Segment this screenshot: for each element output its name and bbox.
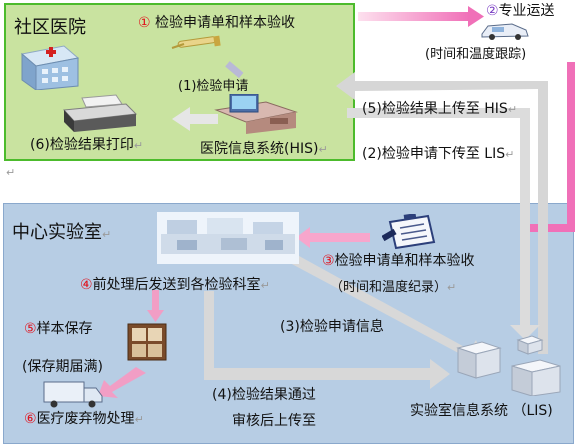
paragraph-mark: ↵ bbox=[260, 279, 270, 292]
arrow-request-to-lis bbox=[347, 108, 540, 340]
clipboard-form-icon bbox=[382, 214, 436, 250]
transport-sub-label: (时间和温度跟踪) bbox=[425, 47, 527, 62]
step5-sub-label: (保存期届满) bbox=[22, 359, 103, 375]
waste-truck-icon bbox=[43, 381, 103, 408]
lab-room-icon bbox=[157, 212, 299, 264]
arrow-request-1 bbox=[225, 61, 244, 79]
paragraph-mark: ↵ bbox=[505, 148, 515, 161]
result-line1-label: (4)检验结果通过 bbox=[212, 387, 316, 403]
lab-title: 中心实验室 bbox=[12, 222, 102, 243]
arrow-to-transport bbox=[358, 6, 484, 27]
paragraph-mark: ↵ bbox=[318, 143, 328, 156]
paragraph-mark: ↵ bbox=[134, 413, 144, 426]
his-computer-icon bbox=[214, 94, 298, 134]
printer-icon bbox=[62, 94, 138, 132]
step1-label: 检验申请单和样本验收 bbox=[155, 15, 296, 31]
upload-his-label: (5)检验结果上传至 HIS bbox=[362, 101, 508, 117]
lis-server-icon bbox=[456, 335, 561, 396]
step4-label: 前处理后发送到各检验科室 bbox=[92, 277, 261, 293]
step4-number: ④ bbox=[80, 277, 93, 293]
specimen-vial-icon bbox=[171, 35, 221, 49]
paragraph-mark: ↵ bbox=[102, 228, 112, 241]
arrow-to-storage bbox=[147, 290, 164, 322]
transport-van-icon bbox=[481, 23, 529, 40]
step6-number: ⑥ bbox=[24, 411, 37, 427]
result-line2-label: 审核后上传至 bbox=[232, 413, 316, 429]
arrow-transport-to-lab bbox=[528, 62, 575, 232]
request-info-label: (3)检验申请信息 bbox=[280, 319, 384, 335]
print-result-label: (6)检验结果打印 bbox=[30, 137, 134, 153]
step6-label: 医疗废弃物处理 bbox=[36, 411, 135, 427]
step5-label: 样本保存 bbox=[36, 321, 93, 337]
his-request-label: (1)检验申请 bbox=[178, 79, 249, 94]
community-title: 社区医院 bbox=[14, 17, 86, 38]
arrow-result-to-lis bbox=[204, 291, 450, 389]
arrow-labroom-to-lis bbox=[260, 240, 487, 368]
hospital-building-icon bbox=[20, 45, 80, 90]
arrow-clipboard-to-labroom bbox=[296, 227, 370, 248]
step1-number: ① bbox=[138, 15, 151, 31]
step3-number: ③ bbox=[322, 253, 335, 269]
paragraph-mark: ↵ bbox=[6, 166, 16, 179]
transport-label: 专业运送 bbox=[498, 3, 555, 19]
step3-label: 检验申请单和样本验收 bbox=[334, 253, 475, 269]
step3-sub-label: （时间和温度纪录） bbox=[330, 280, 448, 295]
storage-cabinet-icon bbox=[127, 323, 167, 361]
his-system-label: 医院信息系统(HIS) bbox=[200, 141, 319, 157]
download-lis-label: (2)检验申请下传至 LIS bbox=[362, 146, 506, 162]
arrow-his-to-printer bbox=[172, 107, 218, 131]
paragraph-mark: ↵ bbox=[133, 139, 144, 152]
lis-system-label: 实验室信息系统 （LIS) bbox=[410, 403, 553, 419]
step5-number: ⑤ bbox=[24, 321, 37, 337]
arrow-to-waste bbox=[98, 367, 146, 398]
paragraph-mark: ↵ bbox=[447, 281, 457, 294]
step2-number: ② bbox=[486, 3, 499, 19]
paragraph-mark: ↵ bbox=[507, 103, 518, 116]
